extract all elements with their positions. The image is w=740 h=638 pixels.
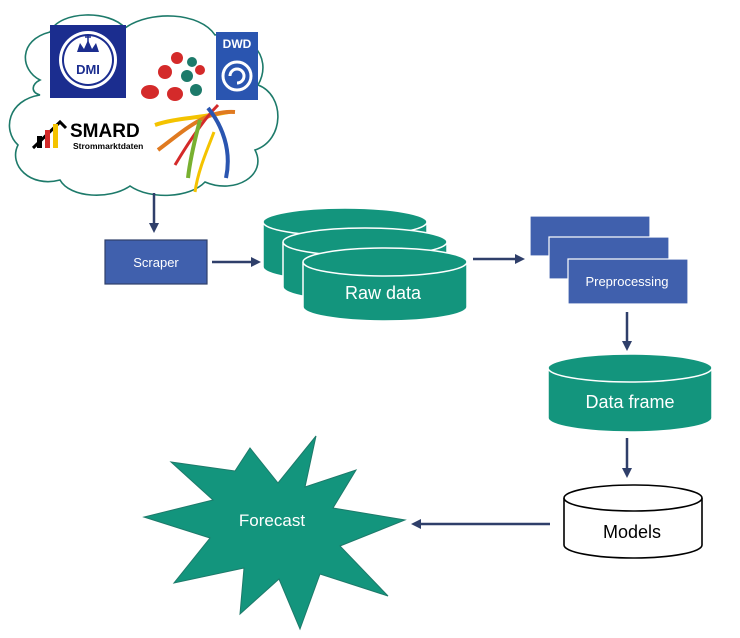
forecast-label: Forecast xyxy=(239,511,305,530)
raw-data-label: Raw data xyxy=(345,283,422,303)
scraper-label: Scraper xyxy=(133,255,179,270)
forecast-node: Forecast xyxy=(142,435,407,631)
models-label: Models xyxy=(603,522,661,542)
data-frame-label: Data frame xyxy=(585,392,674,412)
forecast-starburst xyxy=(142,435,407,631)
scraper-node: Scraper xyxy=(104,239,208,285)
preprocessing-node: Preprocessing xyxy=(529,215,689,305)
dmi-logo: DMI xyxy=(50,25,126,98)
preprocessing-box-front xyxy=(567,258,689,305)
data-sources-cloud: DMI DWD SMARD Strommarktdaten xyxy=(8,14,279,197)
raw-data-node: Raw data xyxy=(262,207,468,322)
preprocessing-label: Preprocessing xyxy=(585,274,668,289)
data-frame-node: Data frame xyxy=(547,353,713,433)
models-node: Models xyxy=(563,484,703,559)
dwd-logo: DWD xyxy=(216,32,258,100)
dwd-label: DWD xyxy=(223,37,252,51)
smard-sublabel: Strommarktdaten xyxy=(73,141,143,151)
swoosh-logo xyxy=(154,103,236,193)
smard-label: SMARD xyxy=(70,121,140,142)
dmi-label: DMI xyxy=(76,62,100,77)
smard-logo: SMARD Strommarktdaten xyxy=(31,119,143,151)
red-dots-logo xyxy=(141,52,205,101)
raw-data-cylinder-front xyxy=(302,247,468,322)
